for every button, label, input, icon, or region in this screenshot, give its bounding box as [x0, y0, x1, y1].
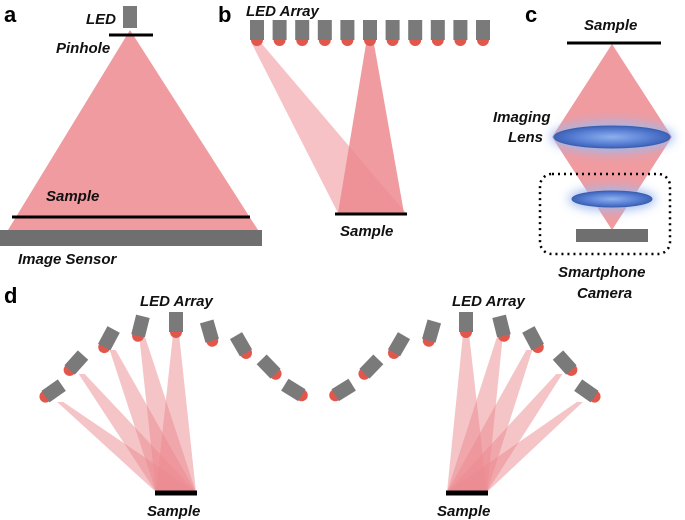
panel-d-right-led-array	[329, 312, 601, 403]
panel-d-right-array-label: LED Array	[452, 293, 525, 310]
panel-d-left-led-8	[256, 354, 282, 380]
panel-c-lens-label-1: Imaging	[493, 109, 551, 126]
panel-d-left-led-1	[39, 379, 66, 403]
panel-b-led-3	[295, 20, 310, 46]
panel-d-right-led-2	[358, 354, 384, 380]
panel-b-led-9-body	[430, 20, 445, 40]
panel-b-led-10-body	[453, 20, 468, 40]
panel-a: a LED Pinhole Sample Image Sensor	[0, 2, 262, 268]
panel-b-array-label: LED Array	[246, 3, 319, 20]
panel-b-led-4	[317, 20, 332, 46]
panel-d-right-led-8-body	[552, 350, 577, 375]
panel-d-left-led-1-body	[41, 379, 66, 403]
panel-d-left-array-label: LED Array	[140, 293, 213, 310]
panel-c-lens-label-2: Lens	[508, 129, 543, 146]
panel-d-right-beam-3	[447, 350, 533, 492]
panel-c-camera-sensor	[576, 229, 648, 242]
panel-c-camera-label-1: Smartphone	[558, 264, 646, 281]
panel-d-left-led-7-body	[229, 332, 253, 357]
panel-a-image-sensor	[0, 230, 262, 246]
panel-d-right-led-7	[522, 326, 544, 354]
panel-d-left-led-7	[229, 332, 253, 359]
panel-c-camera-lens	[571, 190, 653, 208]
panel-c-sample-label: Sample	[584, 17, 637, 34]
panel-d-left-sample-label: Sample	[147, 503, 200, 520]
panel-b-led-5	[340, 20, 355, 46]
panel-d-right-led-1-body	[331, 378, 356, 402]
panel-d-right-led-9-body	[574, 379, 599, 403]
panel-d-left-beam-5	[156, 334, 196, 492]
panel-b-led-2-body	[272, 20, 287, 40]
panel-d-right-beam-4	[447, 374, 563, 492]
panel-d-left-led-3	[98, 326, 120, 354]
panel-b-led-8	[408, 20, 423, 46]
panel-a-pinhole-label: Pinhole	[56, 40, 110, 57]
panel-d-right-led-7-body	[522, 326, 544, 351]
panel-d-right-led-1	[329, 378, 356, 402]
panel-d-letter: d	[4, 283, 17, 308]
panel-d-right-led-5	[459, 312, 473, 338]
panel-d-left-led-4-body	[131, 314, 150, 338]
panel-b-led-4-body	[317, 20, 332, 40]
panel-b-led-3-body	[295, 20, 310, 40]
panel-a-letter: a	[4, 2, 17, 27]
panel-a-light-cone	[8, 30, 258, 230]
panel-d-left-led-5-body	[169, 312, 183, 332]
panel-b-led-6-body	[363, 20, 377, 40]
panel-b-led-5-body	[340, 20, 355, 40]
panel-d-right-led-6	[492, 314, 511, 342]
panel-d-right-led-5-body	[459, 312, 473, 332]
panel-d-left-led-9	[281, 378, 308, 402]
panel-b-led-11	[476, 20, 490, 46]
panel-b-led-array	[250, 20, 490, 46]
panel-d: d LED Array LED Array Sample Sample	[4, 283, 601, 520]
panel-d-right-led-8	[552, 350, 578, 376]
panel-d-left-beams	[57, 334, 196, 492]
panel-d-left-led-2-body	[64, 350, 89, 375]
panel-d-left-led-9-body	[281, 378, 306, 402]
panel-b-led-6	[363, 20, 377, 46]
panel-d-right-beam-5	[447, 402, 583, 492]
panel-a-led-label: LED	[86, 11, 116, 28]
panel-d-left-led-6	[199, 319, 219, 347]
panel-d-right-led-3	[387, 332, 411, 359]
panel-c-letter: c	[525, 2, 537, 27]
panel-d-left-led-5	[169, 312, 183, 338]
panel-b-led-10	[453, 20, 468, 46]
panel-d-right-led-4	[422, 319, 442, 347]
panel-b-led-7-body	[385, 20, 400, 40]
panel-a-led	[123, 6, 137, 28]
panel-c-camera-box	[538, 172, 672, 256]
panel-d-right-led-4-body	[422, 319, 442, 343]
panel-d-left-led-3-body	[98, 326, 120, 351]
panel-b-letter: b	[218, 2, 231, 27]
panel-b: b LED Array Sample	[218, 2, 490, 240]
panel-b-led-8-body	[408, 20, 423, 40]
panel-d-right-sample-label: Sample	[437, 503, 490, 520]
panel-b-led-2	[272, 20, 287, 46]
panel-d-left-led-8-body	[256, 354, 281, 379]
panel-d-right-led-9	[574, 379, 601, 403]
panel-b-sample-label: Sample	[340, 223, 393, 240]
panel-d-right-led-3-body	[387, 332, 411, 357]
panel-b-led-7	[385, 20, 400, 46]
panel-b-led-11-body	[476, 20, 490, 40]
panel-d-right-led-6-body	[492, 314, 511, 338]
panel-d-left-led-array	[39, 312, 308, 403]
panel-a-sensor-label: Image Sensor	[18, 251, 118, 268]
panel-c: c Sample Imaging Lens Smartphone Camera	[493, 2, 674, 302]
panel-b-led-1-body	[250, 20, 264, 40]
panel-b-led-1	[250, 20, 264, 46]
panel-c-imaging-lens	[553, 125, 671, 149]
panel-b-led-9	[430, 20, 445, 46]
panel-d-right-led-2-body	[359, 354, 384, 379]
panel-d-right-beams	[447, 334, 583, 492]
panel-d-left-led-2	[63, 350, 89, 376]
panel-d-left-led-6-body	[199, 319, 219, 343]
panel-a-sample-label: Sample	[46, 188, 99, 205]
panel-d-left-led-4	[131, 314, 150, 342]
panel-c-camera-label-2: Camera	[577, 285, 632, 302]
panel-b-center-beam	[338, 44, 404, 213]
